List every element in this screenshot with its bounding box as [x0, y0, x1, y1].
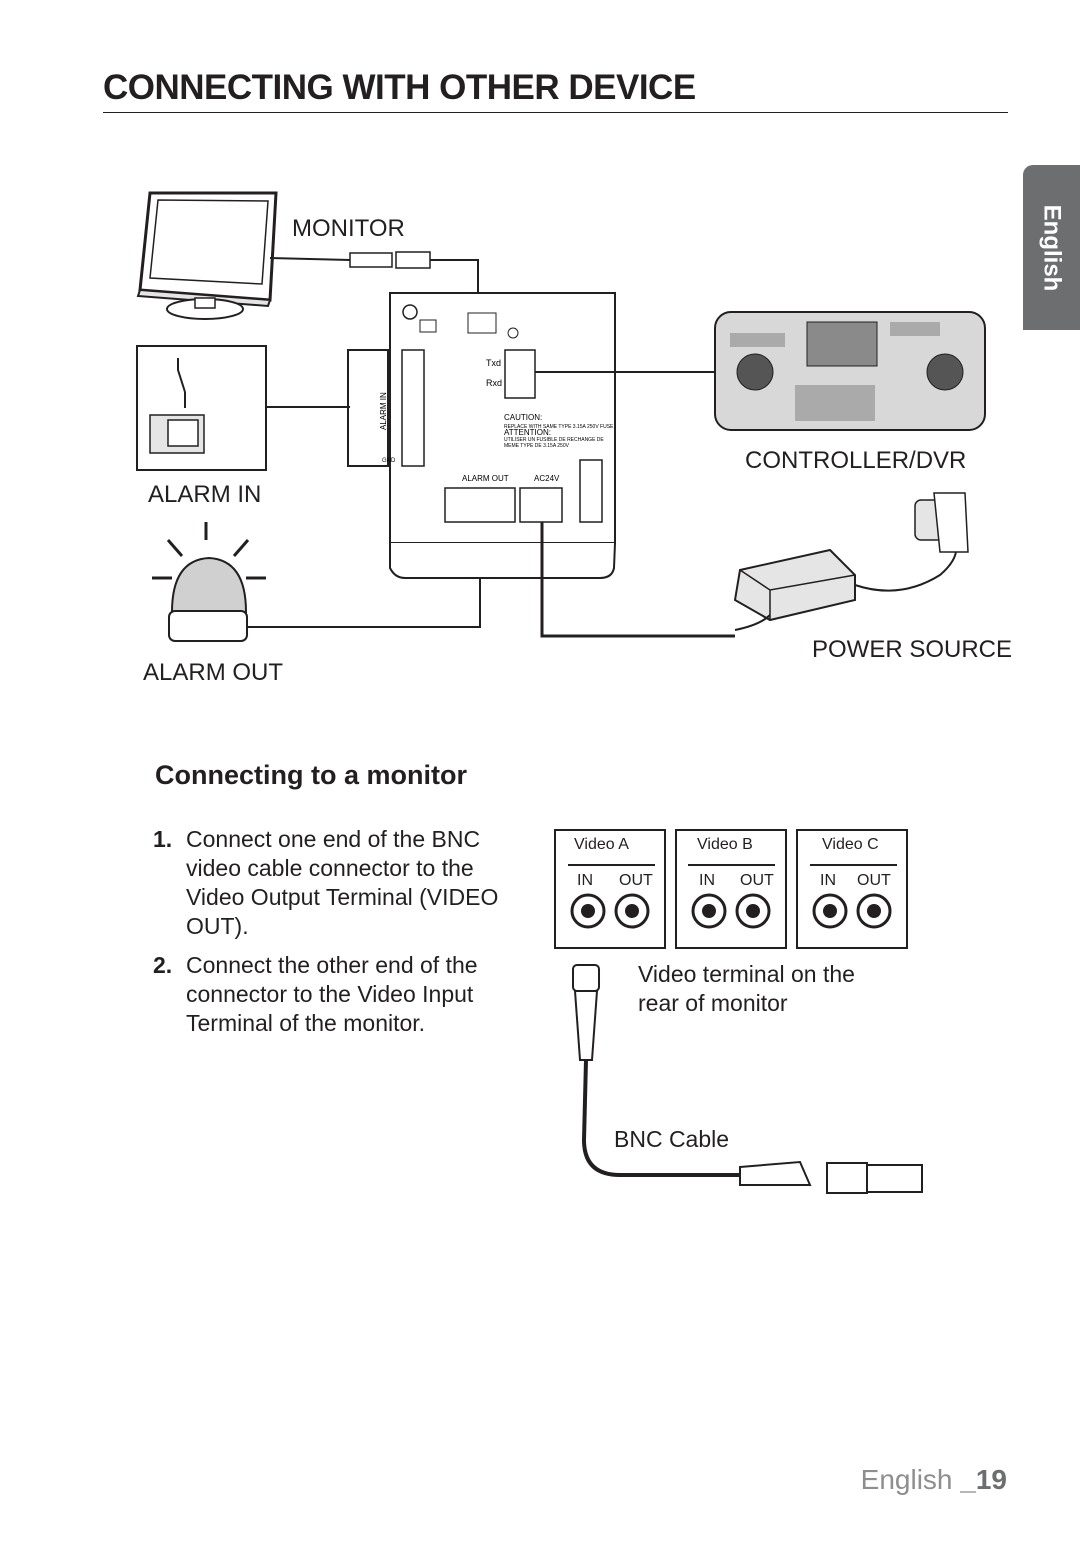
controller-label: CONTROLLER/DVR [745, 447, 967, 474]
video-box-b [675, 829, 787, 949]
video-terminal-diagram [554, 829, 923, 1194]
video-a-out: OUT [619, 872, 653, 889]
step-2-number: 2. [153, 952, 173, 978]
video-b-out: OUT [740, 872, 774, 889]
language-tab [1023, 165, 1080, 330]
monitor-cable [269, 251, 479, 330]
monitor-illustration [136, 191, 278, 320]
page-number: _19 [960, 1464, 1007, 1495]
video-c-out: OUT [857, 872, 891, 889]
page-footer: English _19 [861, 1464, 1007, 1496]
monitor-label: MONITOR [292, 215, 405, 242]
board-attention-text-2: MEME TYPE DE 3.15A 250V [504, 443, 570, 449]
board-ac24v-label: AC24V [534, 474, 560, 483]
step-2-text: Connect the other end of the connector t… [186, 952, 478, 1036]
power-source-label: POWER SOURCE [812, 636, 1013, 663]
controller-illustration [714, 311, 986, 431]
video-b-in: IN [699, 872, 715, 889]
video-c-in: IN [820, 872, 836, 889]
video-b-title: Video B [697, 836, 753, 853]
board-alarm-out-label: ALARM OUT [462, 474, 509, 483]
board-alarm-in-label: ALARM IN [379, 392, 388, 430]
connection-diagram: Txd Rxd CAUTION: REPLACE WITH SAME TYPE … [136, 191, 986, 642]
video-a-in: IN [577, 872, 593, 889]
video-box-a [554, 829, 666, 949]
title-divider [103, 112, 1008, 113]
board-gnd-label: GND [382, 458, 396, 464]
alarm-out-label: ALARM OUT [143, 659, 284, 686]
section-heading: Connecting to a monitor [155, 760, 467, 790]
footer-language: English [860, 1464, 961, 1495]
board-caution-text: REPLACE WITH SAME TYPE 3.15A 250V FUSE [504, 424, 614, 430]
alarm-in-label: ALARM IN [148, 481, 262, 508]
step-2: 2. Connect the other end of the connecto… [153, 951, 486, 1038]
board-caution-label: CAUTION: [504, 413, 542, 422]
terminal-caption: Video terminal on the rear of monitor [638, 961, 855, 1016]
alarm-in-illustration [136, 345, 350, 471]
bnc-cable-caption: BNC Cable [614, 1126, 730, 1152]
power-source-illustration [733, 492, 969, 631]
video-c-title: Video C [822, 836, 879, 853]
step-1-number: 1. [153, 826, 173, 852]
step-1-text: Connect one end of the BNC video cable c… [186, 826, 499, 939]
step-1: 1. Connect one end of the BNC video cabl… [153, 825, 506, 941]
video-box-c [796, 829, 908, 949]
board-rxd-label: Rxd [486, 378, 502, 388]
video-a-title: Video A [574, 836, 629, 853]
board-txd-label: Txd [486, 358, 501, 368]
alarm-out-illustration [152, 515, 481, 642]
page-title: CONNECTING WITH OTHER DEVICE [103, 68, 696, 107]
board-attention-label: ATTENTION: [504, 428, 551, 437]
board-attention-text-1: UTILISER UN FUSIBLE DE RECHANGE DE [504, 437, 604, 443]
camera-board-illustration: Txd Rxd CAUTION: REPLACE WITH SAME TYPE … [347, 292, 735, 638]
bnc-cable-illustration [572, 964, 923, 1194]
